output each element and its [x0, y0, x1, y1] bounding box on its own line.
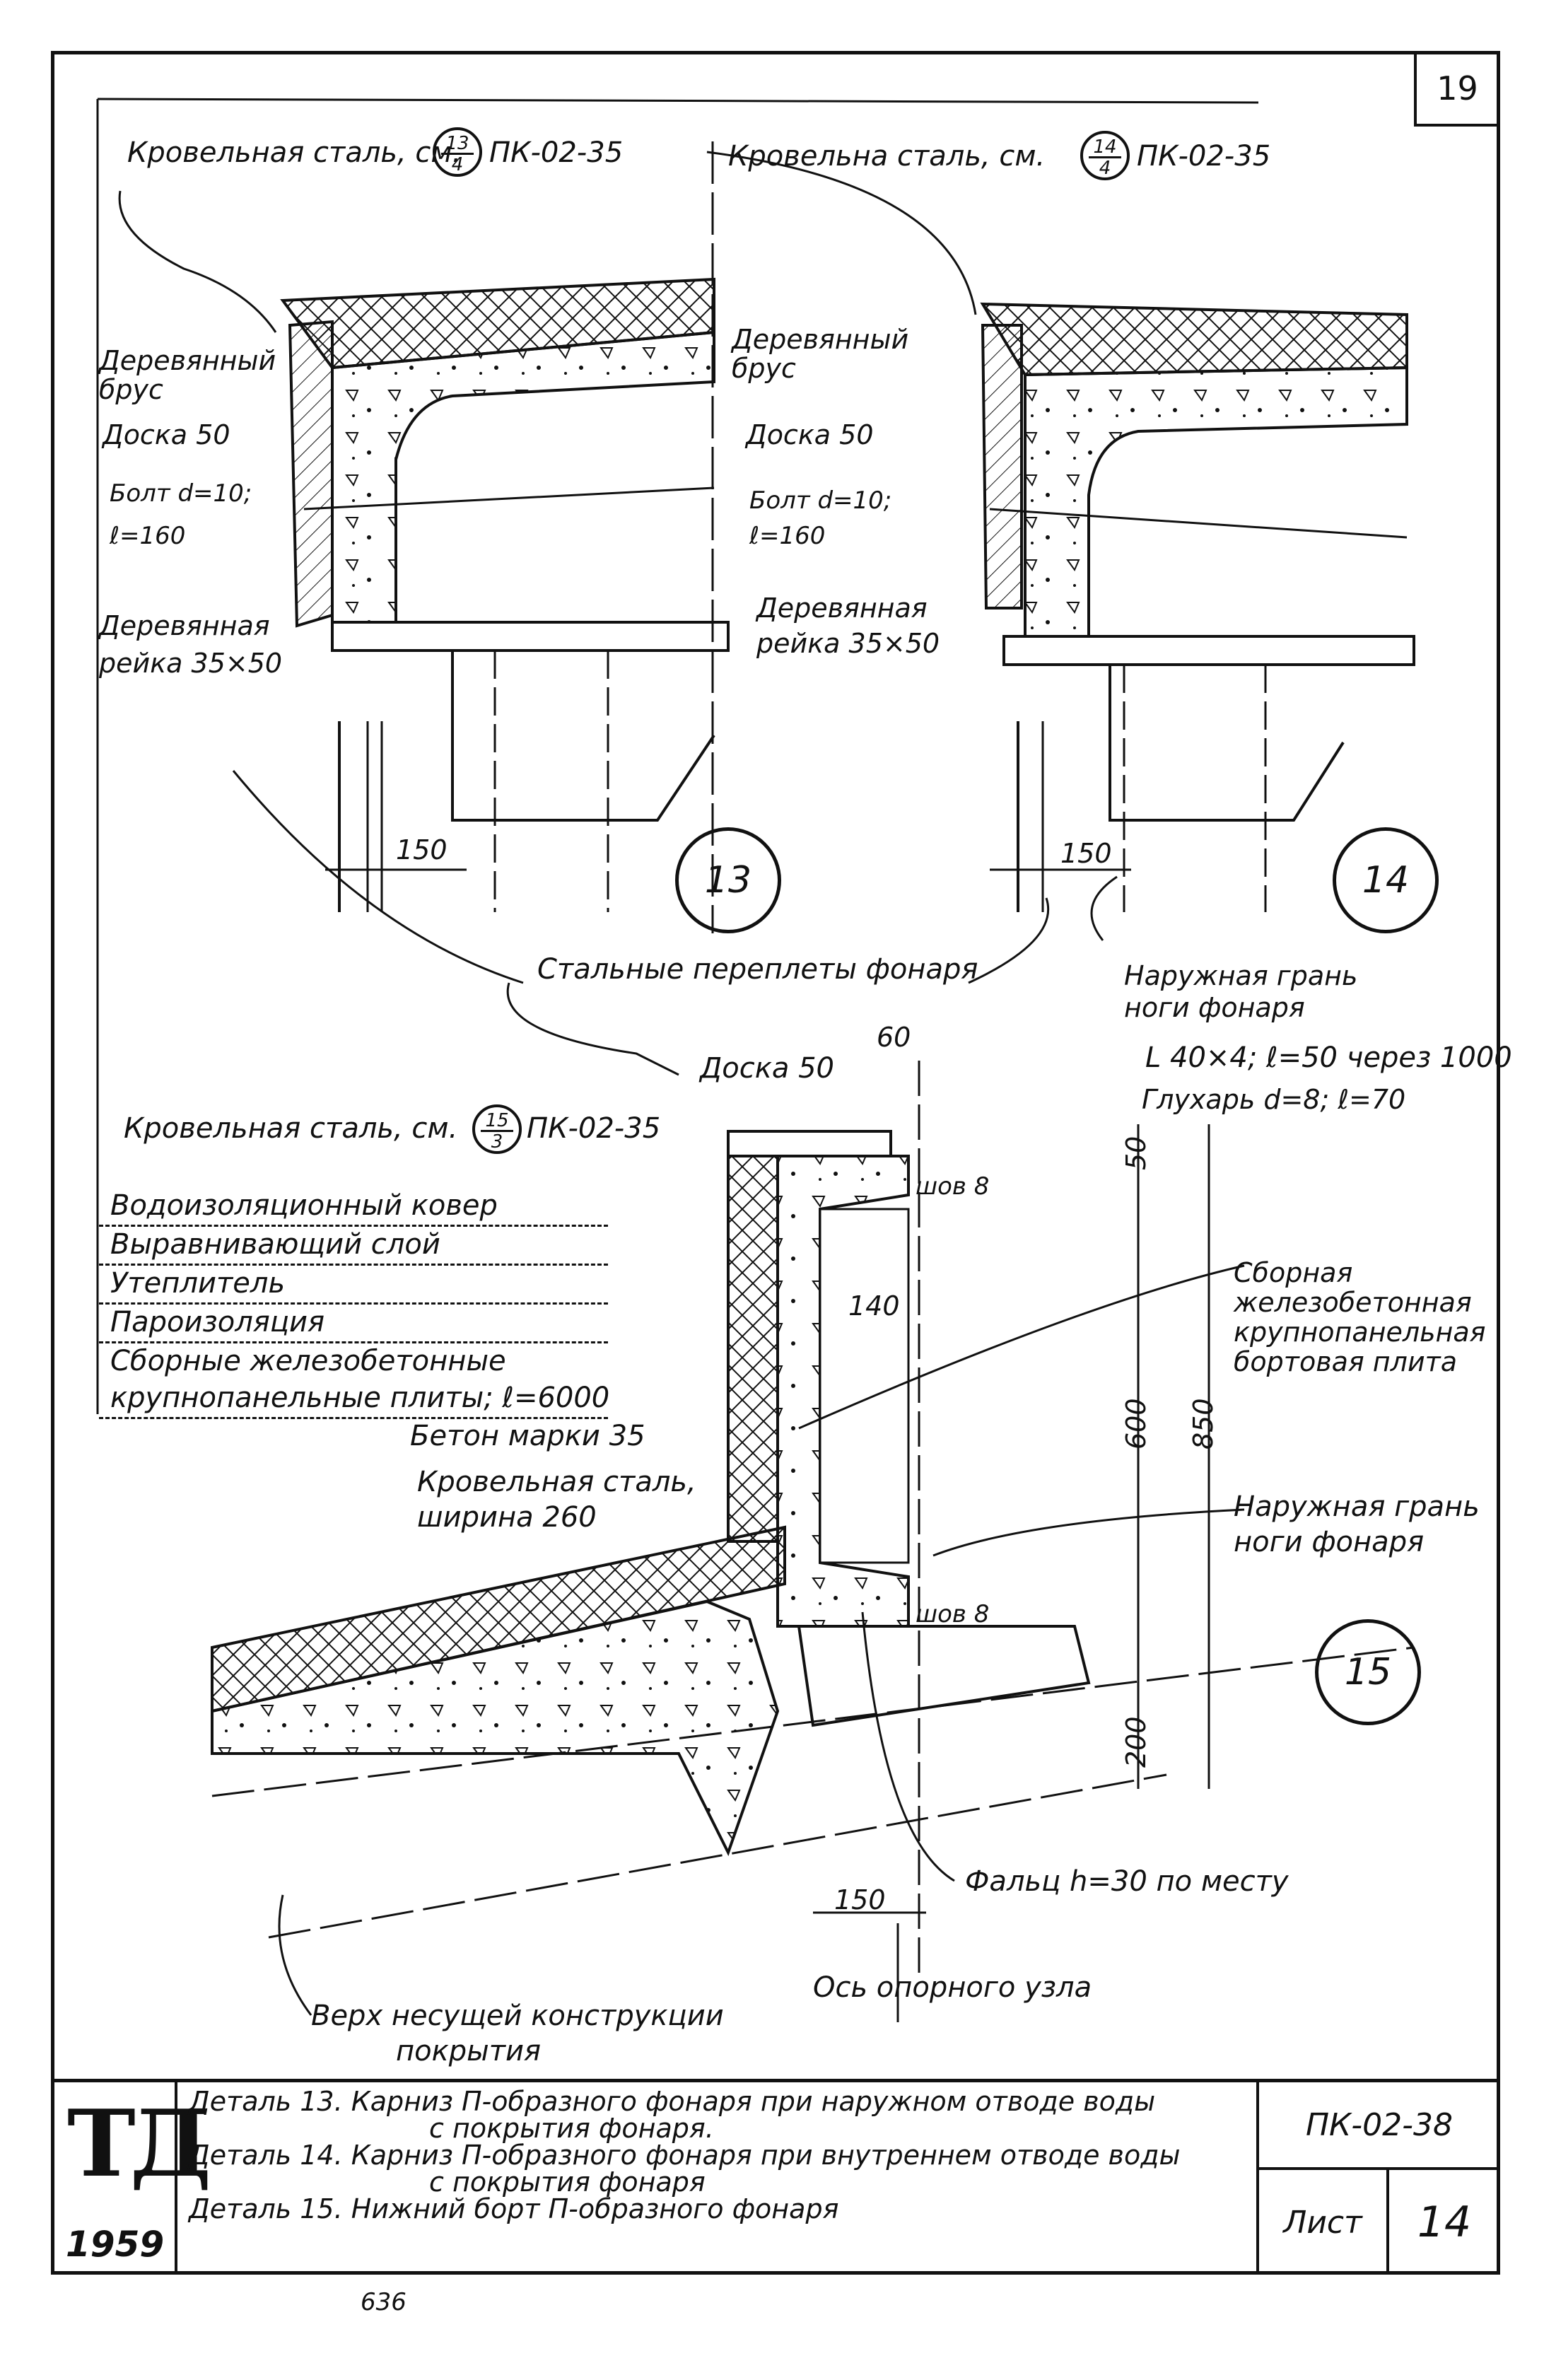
- d14-roof-steel-label: Кровельна сталь, см.: [728, 140, 1046, 173]
- d15-weld-bottom: шов 8: [916, 1600, 990, 1628]
- document-code: ПК-02-38: [1259, 2082, 1499, 2170]
- d15-lag-screw-label: Глухарь d=8; ℓ=70: [1142, 1084, 1406, 1115]
- desc-line: Деталь 15. Нижний борт П-образного фонар…: [189, 2193, 839, 2224]
- desc-line: Деталь 14. Карниз П-образного фонаря при…: [189, 2140, 1181, 2171]
- layer-item: Выравнивающий слой: [99, 1227, 608, 1266]
- layer-item: Пароизоляция: [99, 1305, 608, 1343]
- d15-roof-steel-label: Кровельная сталь, см.: [124, 1112, 458, 1145]
- d14-rail-label-2: рейка 35×50: [756, 628, 940, 659]
- detail-15-drawing: [211, 1061, 1415, 2022]
- d15-outer-face-2: ноги фонаря: [1234, 1526, 1425, 1558]
- publisher-logo: ТД 1959: [54, 2082, 211, 2275]
- d15-outer-face-1: Наружная грань: [1234, 1491, 1480, 1523]
- layer-item: крупнопанельные плиты; ℓ=6000: [99, 1380, 609, 1419]
- d13-dim-150: 150: [396, 834, 448, 865]
- title-description: Деталь 13. Карниз П-образного фонаря при…: [189, 2088, 1180, 2222]
- d15-roof-steel-width-2: ширина 260: [417, 1501, 597, 1534]
- d15-roof-steel-width-1: Кровельная сталь,: [417, 1466, 696, 1498]
- desc-line: Деталь 13. Карниз П-образного фонаря при…: [189, 2086, 1156, 2117]
- detail-14-marker: 14: [1333, 827, 1439, 933]
- d14-outer-face-2: ноги фонаря: [1124, 992, 1305, 1023]
- d15-ref-code: ПК-02-35: [527, 1112, 661, 1145]
- desc-line: с покрытия фонаря.: [429, 2113, 714, 2144]
- d14-dim-150: 150: [1060, 838, 1112, 869]
- d15-dim-60: 60: [877, 1022, 911, 1053]
- d14-ref-code: ПК-02-35: [1137, 140, 1271, 173]
- desc-line: с покрытия фонаря: [429, 2166, 706, 2198]
- detail-15-marker: 15: [1315, 1619, 1421, 1725]
- d15-dim-140: 140: [848, 1290, 900, 1322]
- sheet-number: 19: [1414, 53, 1498, 127]
- steel-frames-label: Стальные переплеты фонаря: [537, 953, 978, 986]
- sheet-label: Лист: [1259, 2170, 1389, 2275]
- d13-bolt-label-1: Болт d=10;: [110, 479, 252, 508]
- sheet-value: 14: [1417, 2198, 1472, 2247]
- d13-bolt-label-2: ℓ=160: [110, 522, 186, 550]
- d15-board-label: Доска 50: [700, 1052, 834, 1085]
- d15-dim-200: 200: [1121, 1716, 1152, 1768]
- d14-board-label: Доска 50: [746, 419, 874, 450]
- d13-rail-label-2: рейка 35×50: [99, 648, 283, 679]
- d14-outer-face-1: Наружная грань: [1124, 960, 1358, 991]
- d15-panel-label-4: бортовая плита: [1234, 1346, 1458, 1377]
- d15-dim-850: 850: [1188, 1398, 1219, 1449]
- title-block-right: ПК-02-38 Лист 14: [1256, 2082, 1499, 2275]
- d15-rebate-label: Фальц h=30 по месту: [965, 1865, 1289, 1898]
- detail-14-drawing: [980, 302, 1415, 912]
- layer-item: Утеплитель: [99, 1266, 608, 1305]
- d15-support-axis-label: Ось опорного узла: [813, 1971, 1092, 2004]
- d14-wood-beam-label: Деревянный брус: [732, 324, 909, 385]
- logo-text: ТД: [67, 2089, 211, 2198]
- d13-rail-label-1: Деревянная: [99, 610, 270, 641]
- d15-weld-top: шов 8: [916, 1172, 990, 1201]
- d15-layer-list: Водоизоляционный ковер Выравнивающий сло…: [99, 1188, 609, 1419]
- d15-dim-150: 150: [834, 1884, 886, 1915]
- title-block: ТД 1959 Деталь 13. Карниз П-образного фо…: [54, 2079, 1499, 2275]
- layer-item: Водоизоляционный ковер: [99, 1188, 608, 1227]
- d15-angle-label: L 40×4; ℓ=50 через 1000: [1145, 1042, 1512, 1074]
- d14-bolt-label-1: Болт d=10;: [749, 486, 892, 515]
- d15-panel-label-1: Сборная: [1234, 1257, 1353, 1288]
- logo-year: 1959: [66, 2224, 165, 2265]
- d15-panel-label-3: крупнопанельная: [1234, 1317, 1486, 1348]
- d14-bolt-label-2: ℓ=160: [749, 522, 826, 550]
- detail-13-drawing: [280, 277, 730, 912]
- d15-top-structure-1: Верх несущей конструкции: [311, 2000, 724, 2032]
- leader-lines: [118, 151, 1245, 2016]
- detail-13-marker: 13: [675, 827, 781, 933]
- d13-ref-code: ПК-02-35: [489, 136, 624, 169]
- layer-item: Сборные железобетонные: [110, 1345, 506, 1377]
- drawing-frame: [51, 51, 1500, 2275]
- d15-dim-600: 600: [1121, 1398, 1152, 1449]
- d13-wood-beam-label: Деревянный брус: [99, 345, 276, 406]
- d13-board-label: Доска 50: [103, 419, 230, 450]
- d14-rail-label-1: Деревянная: [756, 593, 928, 624]
- footer-number: 636: [361, 2288, 407, 2316]
- d15-dim-50: 50: [1121, 1136, 1152, 1170]
- d15-top-structure-2: покрытия: [396, 2035, 542, 2067]
- d15-concrete-label: Бетон марки 35: [410, 1420, 645, 1452]
- d13-roof-steel-label: Кровельная сталь, см.: [127, 136, 462, 169]
- d15-panel-label-2: железобетонная: [1234, 1287, 1472, 1318]
